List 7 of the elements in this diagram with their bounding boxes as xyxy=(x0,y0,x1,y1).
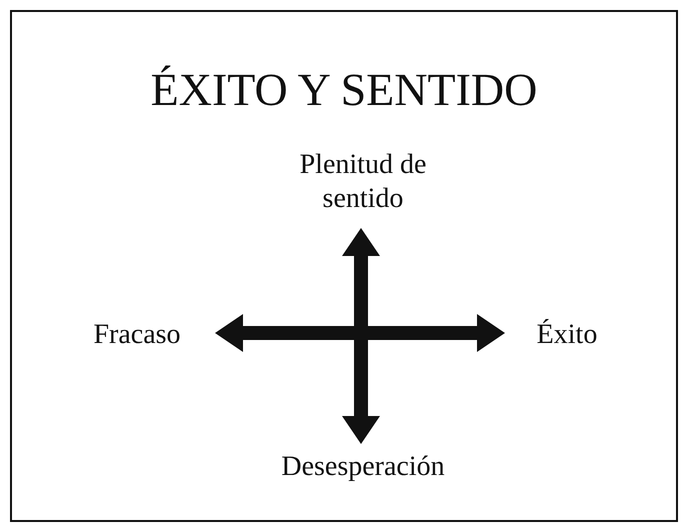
title: ÉXITO Y SENTIDO xyxy=(150,64,538,116)
double-headed-arrow xyxy=(342,228,380,444)
axis-label: Plenitud de sentido xyxy=(298,148,428,216)
double-headed-arrow xyxy=(215,314,505,352)
axis-label: Desesperación xyxy=(281,450,445,484)
axis-label: Éxito xyxy=(536,318,598,352)
axis-label: Fracaso xyxy=(93,318,181,352)
